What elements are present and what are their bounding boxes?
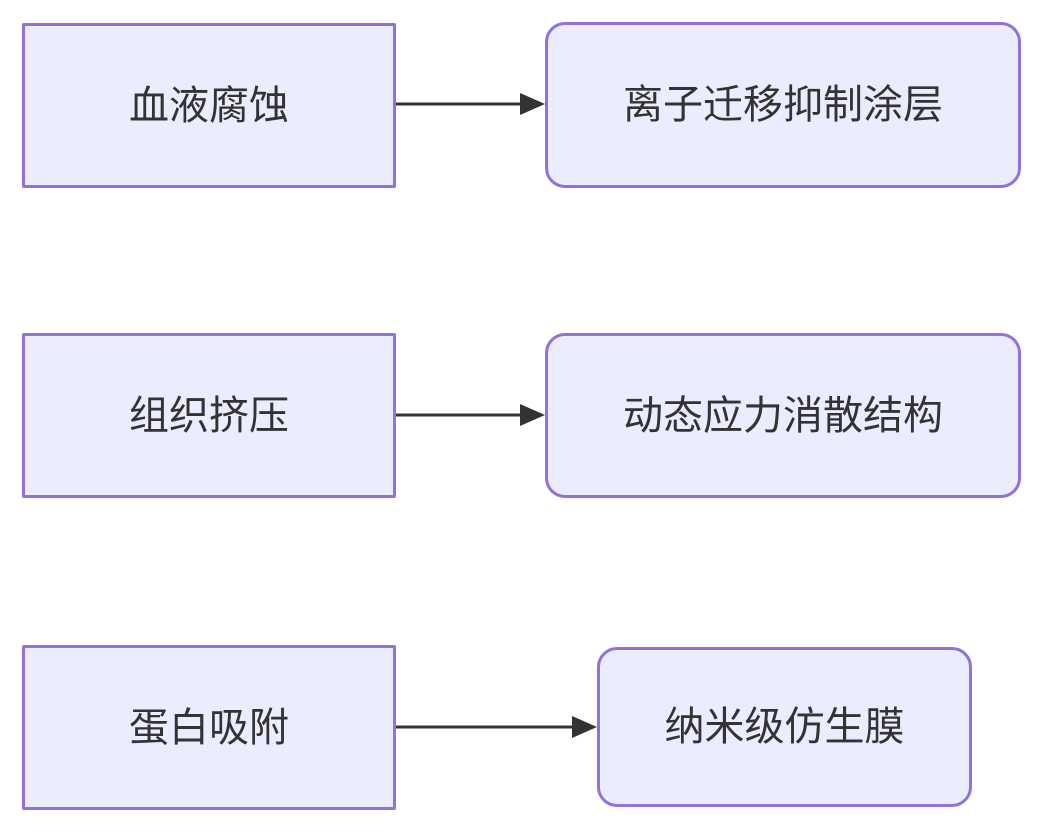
arrowhead-icon: [520, 404, 545, 426]
arrowhead-icon: [572, 716, 597, 738]
arrow-row2: [396, 404, 545, 426]
node-dynamic-stress-dissipation-structure: 动态应力消散结构: [545, 333, 1021, 498]
node-protein-adsorption: 蛋白吸附: [22, 645, 396, 810]
node-label: 纳米级仿生膜: [664, 705, 905, 749]
node-label: 离子迁移抑制涂层: [623, 83, 943, 127]
node-label: 血液腐蚀: [129, 83, 289, 128]
node-label: 组织挤压: [129, 393, 289, 438]
arrowhead-icon: [520, 93, 545, 115]
node-label: 动态应力消散结构: [623, 393, 943, 438]
node-nanoscale-biomimetic-membrane: 纳米级仿生膜: [597, 647, 972, 807]
node-tissue-compression: 组织挤压: [22, 333, 396, 498]
arrow-row1: [396, 93, 545, 115]
arrow-row3: [396, 716, 597, 738]
node-label: 蛋白吸附: [129, 705, 289, 750]
node-blood-corrosion: 血液腐蚀: [22, 23, 396, 188]
node-ion-migration-inhibition-coating: 离子迁移抑制涂层: [545, 22, 1021, 188]
